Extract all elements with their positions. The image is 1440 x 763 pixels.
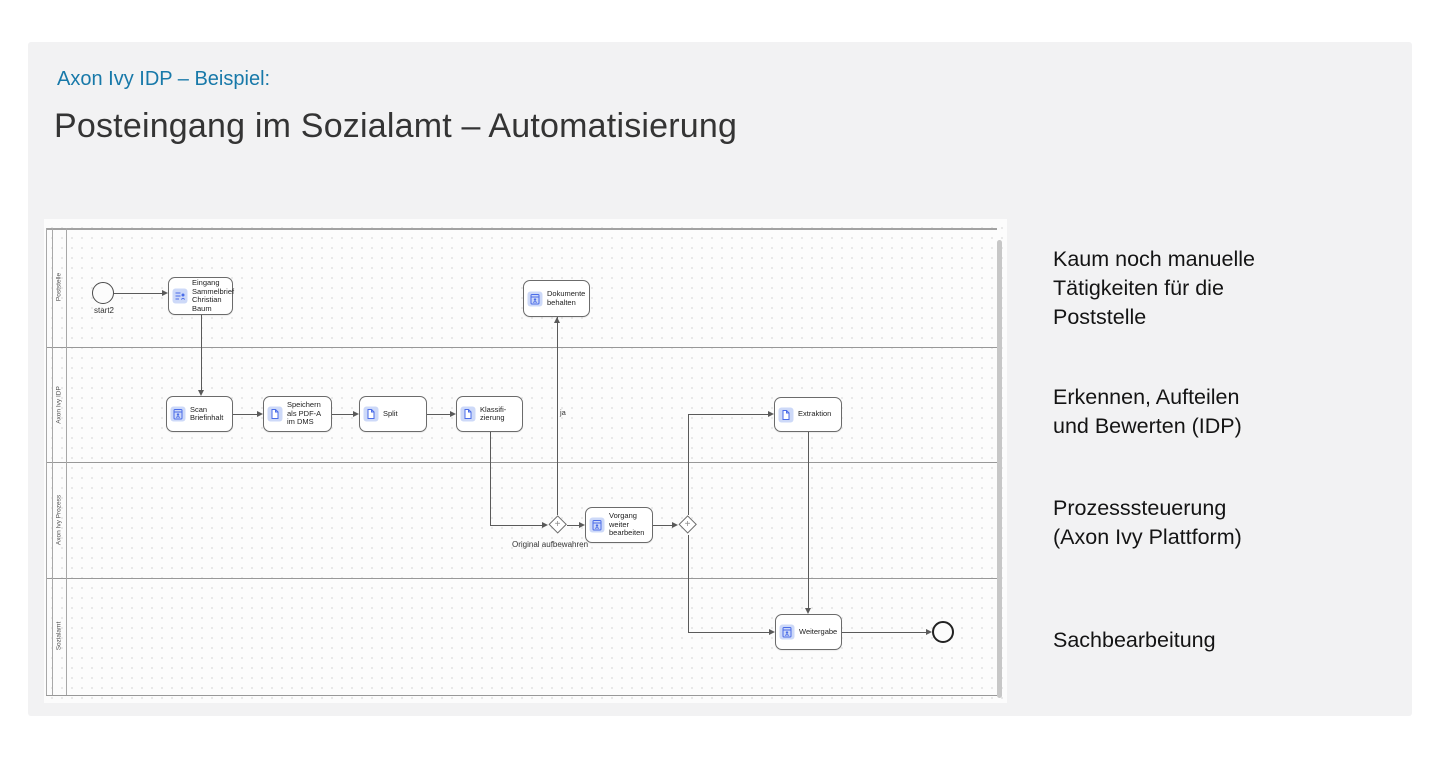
task-label: Split: [383, 408, 398, 418]
lane-label-poststelle: Poststelle: [55, 272, 63, 302]
pool-top-border: [46, 228, 997, 230]
flow-label-original-aufbewahren: Original aufbewahren: [512, 540, 589, 549]
lane-label-sozialamt: Sozialamt: [55, 621, 63, 651]
task-split: Split: [359, 396, 427, 432]
gateway-original-aufbewahren: +: [548, 515, 567, 534]
process-diagram-canvas: Poststelle Axon Ivy IDP Axon Ivy Prozess…: [44, 219, 1007, 703]
gateway-plus-symbol: +: [554, 518, 561, 530]
page-title: Posteingang im Sozialamt – Automatisieru…: [54, 107, 738, 145]
script-task-icon: [460, 406, 476, 422]
gateway-join: +: [678, 515, 697, 534]
annotation-prozesssteuerung: Prozesssteuerung(Axon Ivy Plattform): [1053, 496, 1242, 549]
task-label: Extraktion: [798, 409, 832, 419]
annotation-sachbearbeitung: Sachbearbeitung: [1053, 628, 1216, 652]
diagram-vertical-scrollbar[interactable]: [997, 240, 1002, 698]
user-task-icon: [779, 624, 795, 640]
lane-label-axon-ivy-idp: Axon Ivy IDP: [55, 386, 63, 424]
script-task-icon: [363, 406, 379, 422]
pool-bottom-border: [46, 695, 997, 696]
start-event: [92, 282, 114, 304]
script-task-icon: [778, 407, 794, 422]
user-task-icon: [589, 517, 605, 533]
slide-kicker: Axon Ivy IDP – Beispiel:: [57, 68, 271, 90]
lane-divider-1: [46, 347, 997, 348]
lane-header-divider: [66, 228, 67, 695]
end-event: [932, 621, 954, 643]
pool-header-divider: [52, 228, 53, 695]
task-klassifizierung: Klassifi-zierung: [456, 396, 523, 432]
task-extraktion: Extraktion: [774, 397, 842, 432]
task-weitergabe: Weitergabe: [775, 614, 842, 650]
task-label: Weitergabe: [799, 626, 838, 636]
script-task-icon: [267, 406, 283, 422]
task-label: Klassifi-zierung: [480, 404, 507, 422]
pool-left-border: [46, 228, 47, 695]
slide: Axon Ivy IDP – Beispiel: Posteingang im …: [28, 42, 1412, 716]
user-dialog-icon: [172, 288, 188, 304]
lane-divider-3: [46, 578, 997, 579]
lane-label-axon-ivy-prozess: Axon Ivy Prozess: [55, 494, 63, 546]
user-task-icon: [170, 406, 186, 422]
gateway-plus-symbol: +: [684, 518, 691, 530]
user-task-icon: [527, 291, 543, 306]
flow-label-ja: ja: [560, 408, 566, 417]
lane-divider-2: [46, 462, 997, 463]
start-event-label: start2: [93, 306, 114, 315]
